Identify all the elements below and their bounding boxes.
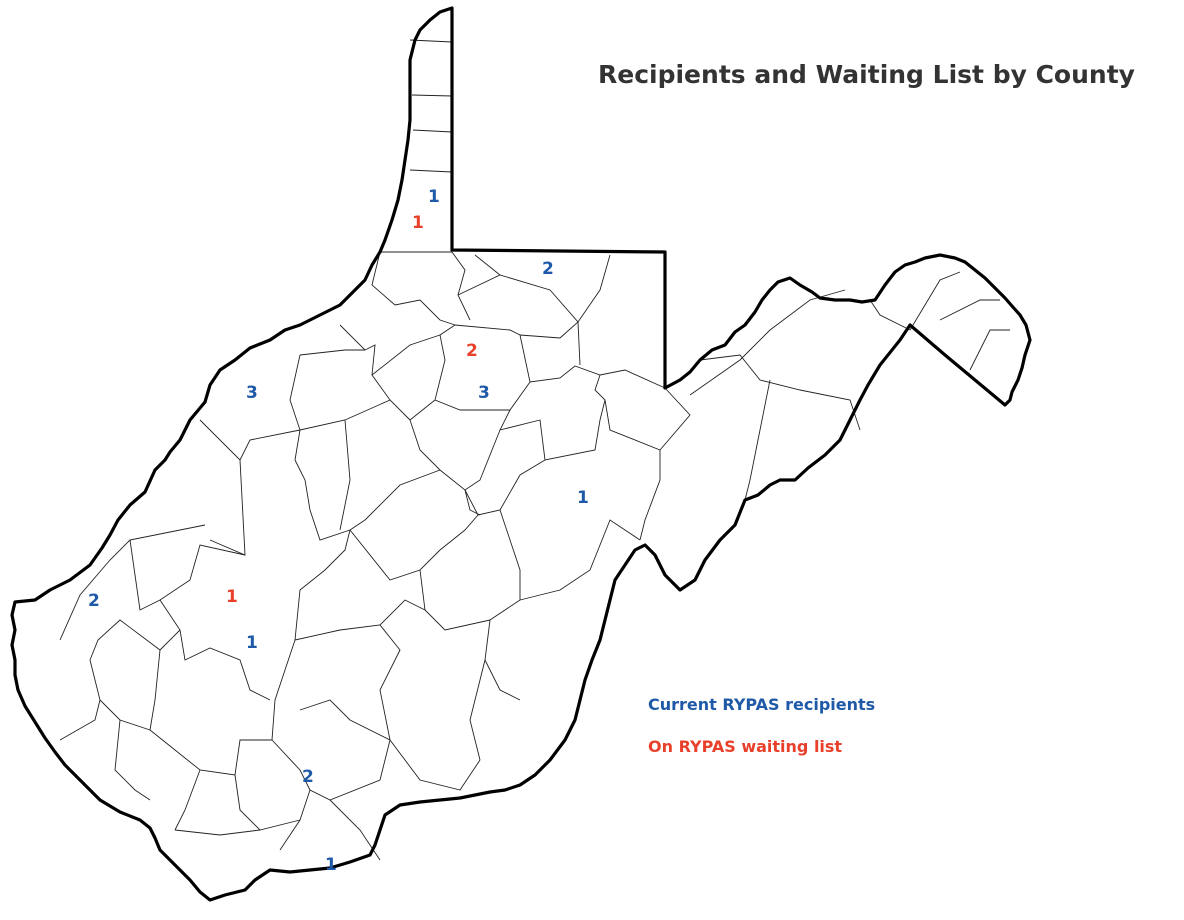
ohio-county-recipients-count: 1 [428, 187, 440, 207]
mercer-recipients-count: 1 [325, 855, 337, 875]
count-labels: 1 1 2 2 3 3 1 2 1 1 2 1 [88, 187, 589, 875]
county-boundaries [59, 39, 1010, 861]
legend-waiting-list: On RYPAS waiting list [648, 737, 843, 756]
harrison-waiting-count: 2 [466, 341, 478, 361]
ohio-county-waiting-count: 1 [412, 213, 424, 233]
state-outline [10, 6, 1032, 902]
kanawha-recipients-count: 1 [246, 633, 258, 653]
cabell-recipients-count: 2 [88, 591, 100, 611]
kanawha-waiting-count: 1 [226, 587, 238, 607]
randolph-recipients-count: 1 [577, 488, 589, 508]
harrison-recipients-count: 3 [478, 383, 490, 403]
raleigh-recipients-count: 2 [302, 767, 314, 787]
monongalia-recipients-count: 2 [542, 259, 554, 279]
map-title: Recipients and Waiting List by County [598, 60, 1135, 89]
legend-recipients: Current RYPAS recipients [648, 695, 876, 714]
wood-recipients-count: 3 [246, 383, 258, 403]
